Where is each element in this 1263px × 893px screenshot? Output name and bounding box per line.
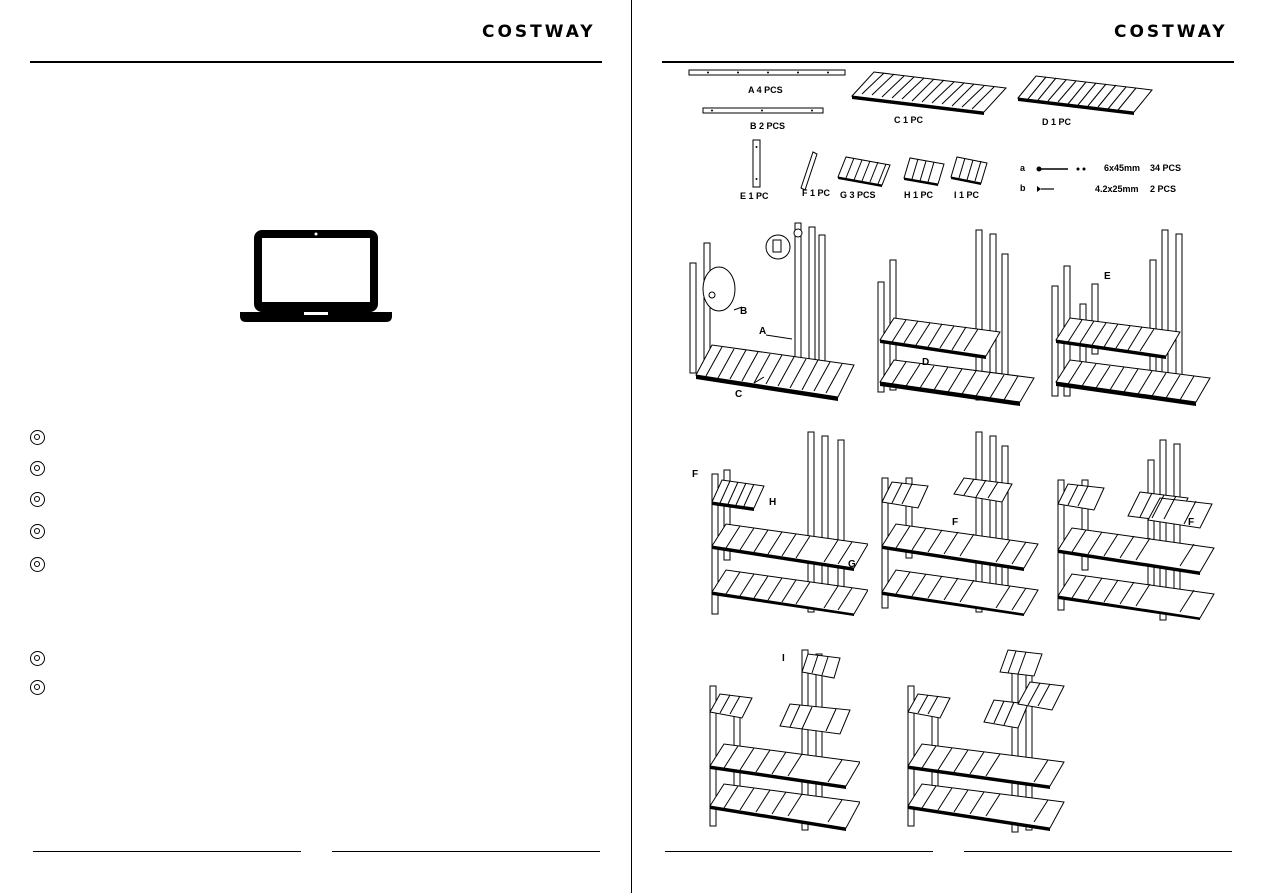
part-d-label: D 1 PC — [1042, 117, 1072, 127]
part-e-label: E 1 PC — [740, 191, 769, 201]
hardware-b-qty: 2 PCS — [1150, 184, 1177, 194]
part-g-drawing — [837, 156, 891, 187]
bolt-icon — [1036, 166, 1086, 172]
part-g-label: G 3 PCS — [840, 190, 876, 200]
step-7-diagram — [709, 649, 860, 831]
brand-logo: COSTWAY — [482, 22, 596, 42]
step-3-diagram — [1051, 229, 1211, 406]
step1-callout-a: A — [759, 326, 767, 337]
step-5-diagram — [881, 431, 1039, 616]
step-4-diagram — [711, 431, 868, 616]
left-page: COSTWAY — [0, 0, 631, 893]
bullet-7 — [30, 680, 45, 695]
step-1-diagram — [689, 222, 855, 401]
hardware-a-size: 6x45mm — [1104, 163, 1141, 173]
step5-callout-f: F — [952, 517, 959, 528]
bullet-3 — [30, 492, 45, 507]
part-h-label: H 1 PC — [904, 190, 934, 200]
part-h-drawing — [903, 157, 945, 186]
bullet-5 — [30, 557, 45, 572]
part-i-drawing — [950, 156, 988, 185]
step4-callout-h: H — [769, 497, 777, 508]
step3-callout-e: E — [1104, 271, 1111, 282]
footer-rule-right — [332, 851, 600, 852]
laptop-icon — [240, 230, 392, 322]
part-e-drawing — [752, 139, 761, 188]
bullet-1 — [30, 430, 45, 445]
right-page: COSTWAY A 4 PCS B 2 PCS C 1 PC D 1 PC E … — [632, 0, 1263, 893]
step-6-diagram — [1057, 439, 1215, 621]
bullet-2 — [30, 461, 45, 476]
step-8-diagram — [907, 649, 1065, 833]
step1-callout-b: B — [740, 306, 748, 317]
header-rule-right — [662, 61, 1234, 63]
step4-callout-g: G — [848, 559, 856, 570]
screw-icon — [1037, 186, 1054, 192]
part-b-label: B 2 PCS — [750, 121, 786, 131]
part-a-label: A 4 PCS — [748, 85, 783, 95]
brand-logo-right: COSTWAY — [1114, 22, 1228, 42]
part-c-drawing — [850, 71, 1008, 115]
part-f-label: F 1 PC — [802, 188, 831, 198]
hardware-b-size: 4.2x25mm — [1095, 184, 1139, 194]
step4-callout-f: F — [692, 469, 699, 480]
step1-callout-c: C — [735, 389, 743, 400]
part-d-drawing — [1017, 75, 1153, 115]
step-2-diagram — [877, 229, 1035, 406]
step2-callout-d: D — [922, 357, 930, 368]
part-a-drawing — [688, 69, 846, 76]
step6-callout-f: F — [1188, 517, 1195, 528]
hardware-b-key: b — [1020, 183, 1026, 193]
part-c-label: C 1 PC — [894, 115, 924, 125]
part-f-drawing — [800, 151, 818, 191]
hardware-a-key: a — [1020, 163, 1026, 173]
part-b-drawing — [702, 107, 824, 114]
bullet-4 — [30, 524, 45, 539]
step7-callout-i: I — [782, 653, 785, 664]
footer-rule-left-2 — [665, 851, 933, 852]
hardware-a-qty: 34 PCS — [1150, 163, 1182, 173]
part-i-label: I 1 PC — [954, 190, 980, 200]
footer-rule-right-2 — [964, 851, 1232, 852]
bullet-6 — [30, 651, 45, 666]
header-rule — [30, 61, 602, 63]
footer-rule-left — [33, 851, 301, 852]
page-divider — [631, 0, 632, 893]
